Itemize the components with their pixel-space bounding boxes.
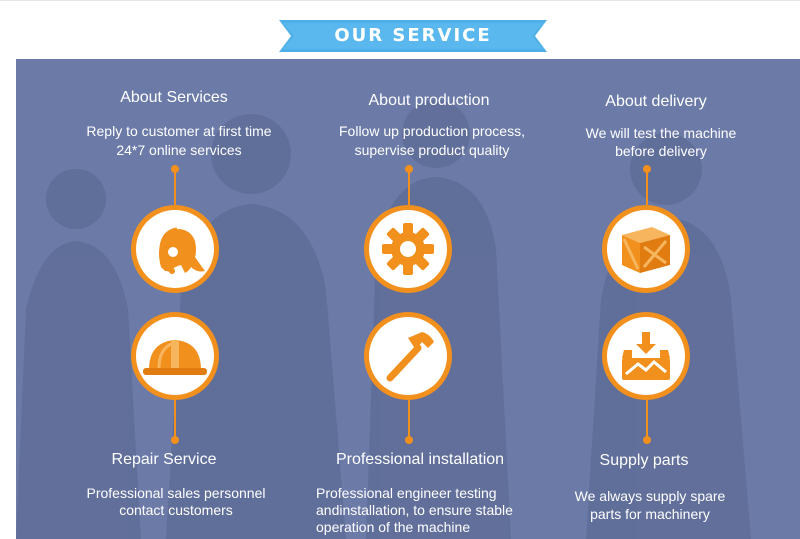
connector-dot [643, 436, 651, 444]
repair-service-desc-line1: Professional sales personnel [86, 485, 266, 501]
connector-dot [405, 436, 413, 444]
connector-dot [643, 165, 651, 173]
repair-service-title: Repair Service [111, 451, 217, 468]
gear-icon [382, 223, 434, 275]
about-services-desc-line1: Reply to customer at first time [86, 123, 272, 139]
banner-ribbon-shape [279, 20, 547, 52]
hard-hat-icon [143, 340, 207, 375]
connector-line [174, 400, 176, 438]
connector-dot [171, 436, 179, 444]
repair-service-desc-line2: contact customers [119, 502, 233, 518]
section-title: OUR SERVICE [334, 25, 492, 46]
top-divider [0, 0, 800, 1]
customer-service-icon-circle [131, 205, 219, 293]
section-banner: OUR SERVICE [279, 20, 547, 52]
customer-service-headset-icon [159, 227, 205, 274]
about-delivery-title: About delivery [605, 93, 707, 110]
download-tray-icon [622, 332, 670, 380]
connector-line [646, 170, 648, 205]
supply-parts-title: Supply parts [599, 452, 689, 469]
wooden-crate-icon [622, 227, 670, 273]
connector-dot [405, 165, 413, 173]
installation-desc-line1: Professional engineer testing [316, 485, 497, 501]
installation-icon-circle [364, 312, 452, 400]
connector-dot [171, 165, 179, 173]
about-services-title: About Services [120, 89, 228, 106]
installation-desc-line2: andinstallation, to ensure stable [316, 502, 513, 518]
supply-icon-circle [602, 312, 690, 400]
installation-desc-line3: operation of the machine [316, 519, 471, 535]
connector-line [408, 170, 410, 205]
professional-installation-title: Professional installation [335, 451, 505, 468]
repair-icon-circle [131, 312, 219, 400]
about-delivery-desc-line1: We will test the machine [585, 125, 737, 141]
about-delivery-desc-line2: before delivery [615, 143, 707, 159]
connector-line [646, 400, 648, 438]
about-production-desc-line1: Follow up production process, [339, 123, 525, 139]
services-panel [16, 59, 800, 539]
supply-parts-desc-line2: parts for machinery [590, 506, 710, 522]
about-production-title: About production [368, 92, 490, 109]
supply-parts-desc-line1: We always supply spare [574, 488, 726, 504]
production-icon-circle [364, 205, 452, 293]
connector-line [408, 400, 410, 438]
delivery-icon-circle [602, 205, 690, 293]
about-services-desc-line2: 24*7 online services [116, 142, 242, 158]
connector-line [174, 170, 176, 205]
about-production-desc-line2: supervise product quality [354, 142, 510, 158]
hammer-icon [386, 332, 434, 382]
